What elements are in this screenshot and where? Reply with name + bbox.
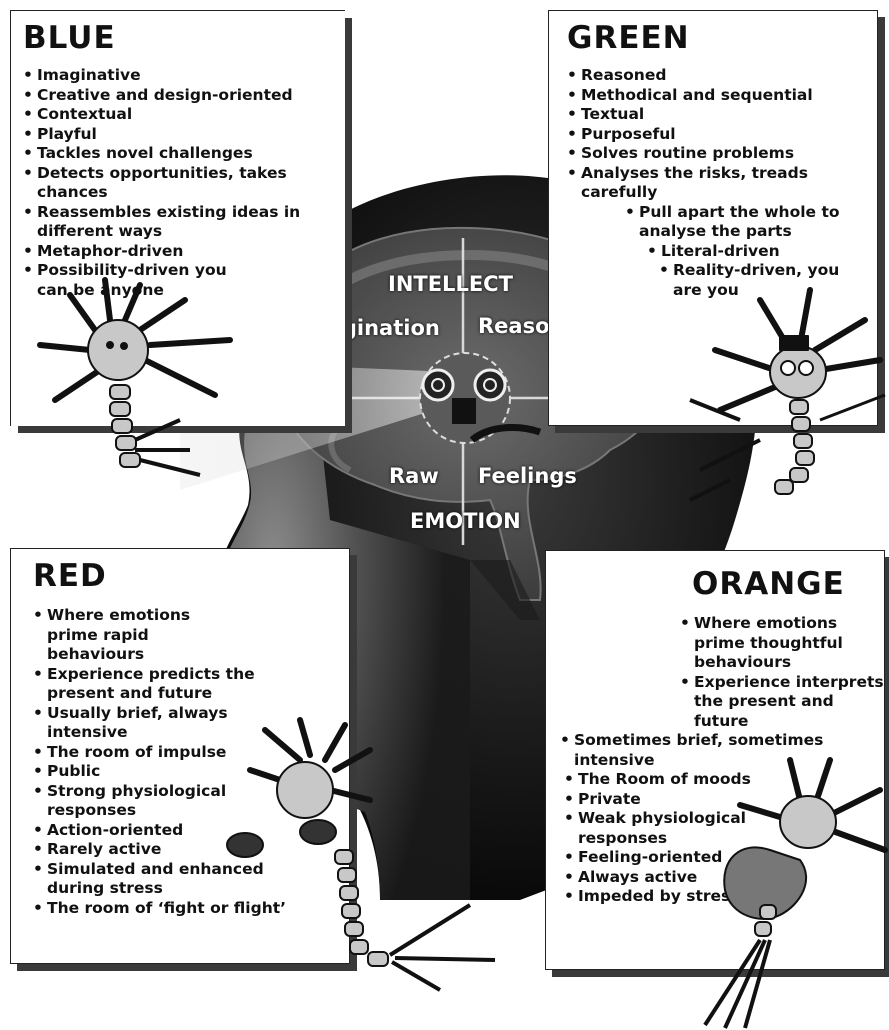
red-list: Where emotions prime rapid behaviours Ex… <box>33 606 343 918</box>
green-panel: GREEN Reasoned Methodical and sequential… <box>548 10 878 426</box>
list-item: Action-oriented <box>33 821 343 841</box>
list-item: Playful <box>23 125 337 145</box>
list-item: Reasoned <box>567 66 871 86</box>
green-list: Reasoned Methodical and sequential Textu… <box>567 66 871 300</box>
list-item: Where emotions prime rapid behaviours <box>33 606 217 665</box>
list-item: Purposeful <box>567 125 871 145</box>
orange-title: ORANGE <box>692 569 878 600</box>
brain-label-raw: Raw <box>389 464 439 488</box>
list-item: Possibility-driven you can be anyone <box>23 261 237 300</box>
list-item: Experience interprets the present and fu… <box>680 673 884 732</box>
list-item: Private <box>564 790 878 810</box>
list-item: The room of ‘fight or flight’ <box>33 899 343 919</box>
list-item: Metaphor-driven <box>23 242 337 262</box>
orange-panel: ORANGE Where emotions prime thoughtful b… <box>545 550 885 970</box>
list-item: Simulated and enhanced during stress <box>33 860 302 899</box>
list-item: Weak physiological responses <box>564 809 768 848</box>
list-item: Detects opportunities, takes chances <box>23 164 327 203</box>
brain-label-feelings: Feelings <box>478 464 577 488</box>
list-item: Tackles novel challenges <box>23 144 337 164</box>
blue-title: BLUE <box>23 23 337 54</box>
orange-list: Where emotions prime thoughtful behaviou… <box>564 614 878 907</box>
list-item: Methodical and sequential <box>567 86 871 106</box>
list-item: Usually brief, always intensive <box>33 704 252 743</box>
list-item: Feeling-oriented <box>564 848 878 868</box>
list-item: Literal-driven <box>647 242 871 262</box>
brain-label-emotion: EMOTION <box>410 509 521 533</box>
list-item: Public <box>33 762 343 782</box>
list-item: Impeded by stress <box>564 887 878 907</box>
list-item: Where emotions prime thoughtful behaviou… <box>680 614 884 673</box>
list-item: Reality-driven, you are you <box>659 261 843 300</box>
list-item: Sometimes brief, sometimes intensive <box>560 731 869 770</box>
list-item: Strong physiological responses <box>33 782 257 821</box>
red-panel: RED Where emotions prime rapid behaviour… <box>10 548 350 964</box>
list-item: Creative and design-oriented <box>23 86 337 106</box>
brain-label-intellect: INTELLECT <box>388 272 513 296</box>
list-item: Contextual <box>23 105 337 125</box>
green-title: GREEN <box>567 23 871 54</box>
list-item: Reassembles existing ideas in different … <box>23 203 327 242</box>
list-item: Analyses the risks, treads carefully <box>567 164 831 203</box>
list-item: Experience predicts the present and futu… <box>33 665 257 704</box>
blue-panel-shadow <box>345 18 352 433</box>
blue-list: Imaginative Creative and design-oriented… <box>23 66 337 300</box>
blue-panel: BLUE Imaginative Creative and design-ori… <box>10 10 345 426</box>
red-title: RED <box>33 561 343 592</box>
list-item: Imaginative <box>23 66 337 86</box>
list-item: Textual <box>567 105 871 125</box>
list-item: Solves routine problems <box>567 144 871 164</box>
list-item: The Room of moods <box>564 770 878 790</box>
list-item: Pull apart the whole to analyse the part… <box>625 203 844 242</box>
list-item: The room of impulse <box>33 743 343 763</box>
list-item: Rarely active <box>33 840 343 860</box>
list-item: Always active <box>564 868 878 888</box>
